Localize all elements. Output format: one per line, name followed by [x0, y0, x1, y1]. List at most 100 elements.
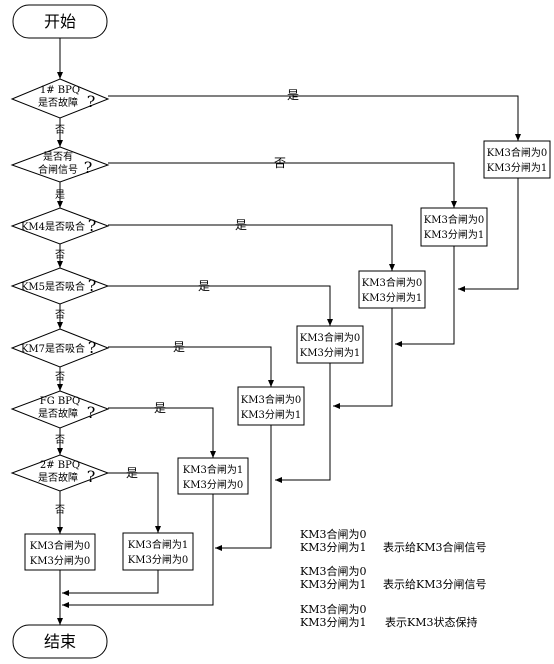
decision-6-mark: ?	[87, 403, 96, 422]
decision-3-mark: ?	[88, 216, 97, 235]
action-box-1-line2: KM3分闸为1	[487, 161, 547, 174]
decision-4-line1: KM5是否吸合	[21, 280, 85, 293]
decision-4-shape	[10, 267, 110, 305]
d4-no-label: 否	[55, 309, 65, 321]
d6-no-label: 否	[55, 434, 65, 446]
legend-item-1: KM3合闸为0 KM3分闸为1 表示给KM3合闸信号	[300, 527, 486, 554]
decision-1: 1# BPQ 是否故障 ?	[10, 78, 110, 119]
end-label: 结束	[44, 632, 76, 651]
connector-b6-merge	[62, 494, 214, 608]
action-box-1-line1: KM3合闸为0	[487, 146, 547, 159]
decision-7-line2: 是否故障	[38, 471, 78, 484]
branch-labels: 是 否 否 是 是 否 是 否 是 否 是 否 是 否	[55, 88, 299, 516]
decision-5-line1: KM7是否吸合	[21, 342, 85, 355]
action-box-7-line2: KM3分闸为0	[128, 553, 188, 566]
decision-3-shape	[10, 207, 110, 245]
decision-2-line2: 合闸信号	[38, 163, 78, 176]
decision-3-line1: KM4是否吸合	[21, 220, 85, 233]
d3-no-label: 否	[55, 249, 65, 261]
d3-yes-label: 是	[235, 218, 247, 232]
action-box-4-shape	[296, 325, 364, 364]
action-box-1-shape	[483, 140, 551, 179]
d2-yes-label: 否	[274, 156, 286, 170]
connector-d4-b4	[108, 285, 333, 326]
connector-b1-merge	[458, 178, 519, 292]
decision-2: 是否有 合闸信号 ?	[10, 146, 110, 183]
connector-b2-merge	[395, 246, 455, 347]
connector-d7-b7	[108, 472, 161, 533]
d7-no-label: 否	[55, 504, 65, 516]
action-box-4-line2: KM3分闸为1	[300, 346, 360, 359]
start-shape	[12, 4, 108, 39]
action-box-3: KM3合闸为0 KM3分闸为1	[358, 270, 426, 309]
d1-yes-label: 是	[287, 88, 299, 102]
action-box-7: KM3合闸为1 KM3分闸为0	[122, 532, 194, 571]
legend-2-meaning: 表示给KM3分闸信号	[383, 577, 486, 591]
legend-item-3: KM3合闸为0 KM3分闸为1 表示KM3状态保持	[300, 602, 477, 629]
action-box-2-line1: KM3合闸为0	[424, 213, 484, 226]
decision-5: KM7是否吸合 ?	[10, 328, 110, 368]
decision-5-shape	[10, 328, 110, 368]
decision-1-line1: 1# BPQ	[40, 85, 80, 96]
decision-4-mark: ?	[88, 276, 97, 295]
action-box-8: KM3合闸为0 KM3分闸为0	[24, 533, 96, 571]
decision-6-line2: 是否故障	[38, 407, 78, 420]
decision-4: KM5是否吸合 ?	[10, 267, 110, 305]
d5-no-label: 否	[55, 371, 65, 383]
action-box-5: KM3合闸为0 KM3分闸为1	[237, 386, 305, 426]
decision-5-mark: ?	[88, 338, 97, 357]
d4-yes-label: 是	[198, 279, 210, 293]
legend-3-meaning: 表示KM3状态保持	[385, 615, 477, 629]
d5-yes-label: 是	[173, 340, 185, 354]
end-shape	[12, 624, 108, 659]
start-terminal: 开始	[12, 4, 108, 39]
action-box-2-shape	[420, 207, 488, 247]
legend-1-meaning: 表示给KM3合闸信号	[383, 540, 486, 554]
decision-1-line2: 是否故障	[38, 96, 78, 109]
action-box-5-line2: KM3分闸为1	[241, 408, 301, 421]
decision-7-line1: 2# BPQ	[40, 460, 80, 471]
d1-no-label: 否	[55, 124, 65, 136]
connector-d3-b3	[108, 224, 395, 271]
connector-b7-merge	[62, 570, 159, 596]
action-box-4: KM3合闸为0 KM3分闸为1	[296, 325, 364, 364]
action-box-3-line2: KM3分闸为1	[362, 291, 422, 304]
end-terminal: 结束	[12, 624, 108, 659]
decision-1-shape	[10, 78, 110, 119]
action-box-5-shape	[237, 386, 305, 426]
d6-yes-label: 是	[154, 401, 166, 415]
legend-1-line2: KM3分闸为1	[300, 541, 366, 554]
action-box-8-line2: KM3分闸为0	[30, 554, 90, 567]
legend-item-2: KM3合闸为0 KM3分闸为1 表示给KM3分闸信号	[300, 564, 486, 591]
decision-7-mark: ?	[87, 467, 96, 486]
action-box-6: KM3合闸为1 KM3分闸为0	[177, 457, 249, 495]
d2-no-label: 是	[55, 189, 65, 201]
action-box-3-line1: KM3合闸为0	[362, 276, 422, 289]
action-box-8-line1: KM3合闸为0	[30, 539, 90, 552]
connector-d1-b1	[108, 95, 521, 141]
action-box-5-line1: KM3合闸为0	[241, 393, 301, 406]
connector-d2-b2	[108, 162, 457, 208]
decision-7-shape	[10, 454, 110, 492]
action-box-6-line2: KM3分闸为0	[183, 478, 243, 491]
legend-3-line2: KM3分闸为1	[300, 616, 366, 629]
connector-b5-merge	[215, 425, 272, 551]
decision-7: 2# BPQ 是否故障 ?	[10, 454, 110, 492]
decision-2-mark: ?	[84, 158, 93, 177]
action-box-2: KM3合闸为0 KM3分闸为1	[420, 207, 488, 247]
decision-2-line1: 是否有	[43, 150, 73, 163]
decision-6-line1: FG BPQ	[40, 396, 80, 407]
action-box-7-line1: KM3合闸为1	[128, 538, 188, 551]
action-box-2-line2: KM3分闸为1	[424, 228, 484, 241]
action-box-6-shape	[177, 457, 249, 495]
legend-2-line2: KM3分闸为1	[300, 578, 366, 591]
action-box-4-line1: KM3合闸为0	[300, 331, 360, 344]
start-label: 开始	[44, 12, 76, 31]
connector-b4-merge	[275, 363, 331, 483]
legend-3-line1: KM3合闸为0	[300, 602, 366, 616]
decision-2-shape	[10, 146, 110, 183]
decision-3: KM4是否吸合 ?	[10, 207, 110, 245]
legend: KM3合闸为0 KM3分闸为1 表示给KM3合闸信号 KM3合闸为0 KM3分闸…	[300, 527, 486, 629]
action-box-8-shape	[24, 533, 96, 571]
decision-6-shape	[10, 390, 110, 429]
